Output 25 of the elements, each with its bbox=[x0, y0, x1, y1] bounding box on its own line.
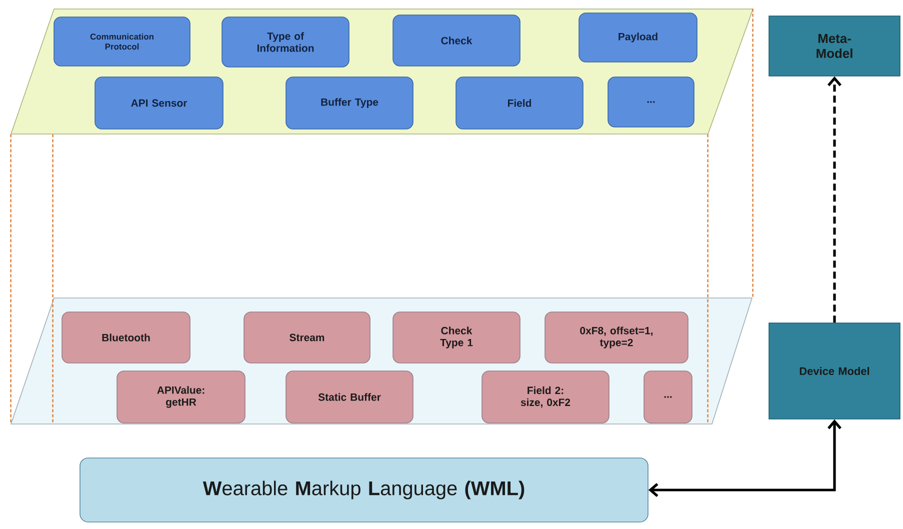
value-box: Check Type 1 bbox=[392, 312, 520, 364]
arrow bbox=[828, 76, 842, 323]
attribute-box: Field bbox=[456, 76, 584, 130]
value-box: Bluetooth bbox=[62, 312, 190, 364]
value-box: Field 2: size, 0xF2 bbox=[482, 370, 610, 424]
language-box: Wearable Markup Language (WML) bbox=[80, 458, 648, 522]
value-box: APIValue: getHR bbox=[116, 370, 246, 424]
value-box: ... bbox=[644, 370, 692, 424]
attribute-box: API Sensor bbox=[94, 76, 224, 130]
attribute-box: Buffer Type bbox=[286, 76, 414, 130]
value-box: Stream bbox=[244, 312, 370, 364]
projection-line bbox=[752, 8, 754, 298]
attribute-box: Type of Information bbox=[222, 16, 350, 68]
attribute-box: Communication Protocol bbox=[54, 16, 190, 66]
attribute-box: ... bbox=[608, 76, 694, 128]
projection-line bbox=[10, 134, 12, 424]
attribute-box: Payload bbox=[578, 12, 698, 62]
projection-line bbox=[707, 134, 708, 424]
projection-line bbox=[52, 134, 54, 424]
attribute-box: Check bbox=[392, 14, 520, 66]
model-box: Meta-Model bbox=[768, 16, 900, 76]
value-box: 0xF8, offset=1, type=2 bbox=[544, 312, 688, 364]
value-box: Static Buffer bbox=[286, 370, 414, 424]
arrow bbox=[648, 419, 842, 497]
model-box: Device Model bbox=[768, 322, 900, 420]
